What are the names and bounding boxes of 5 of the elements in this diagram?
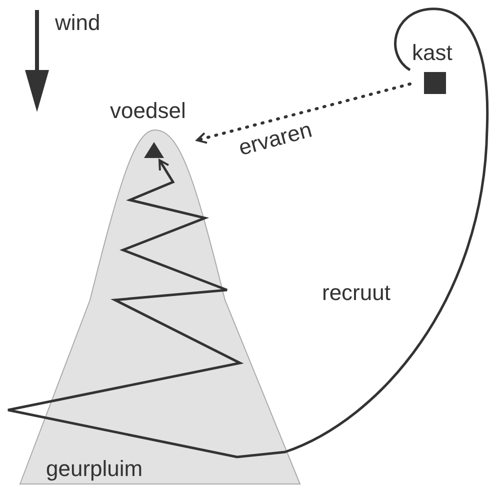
direction-label: wind: [55, 12, 100, 34]
dotted-arrow: [196, 82, 412, 144]
flight-path-arrow: [6, 8, 489, 458]
edge-label: ervaren: [236, 118, 314, 160]
edge-label: recruut: [322, 282, 390, 304]
